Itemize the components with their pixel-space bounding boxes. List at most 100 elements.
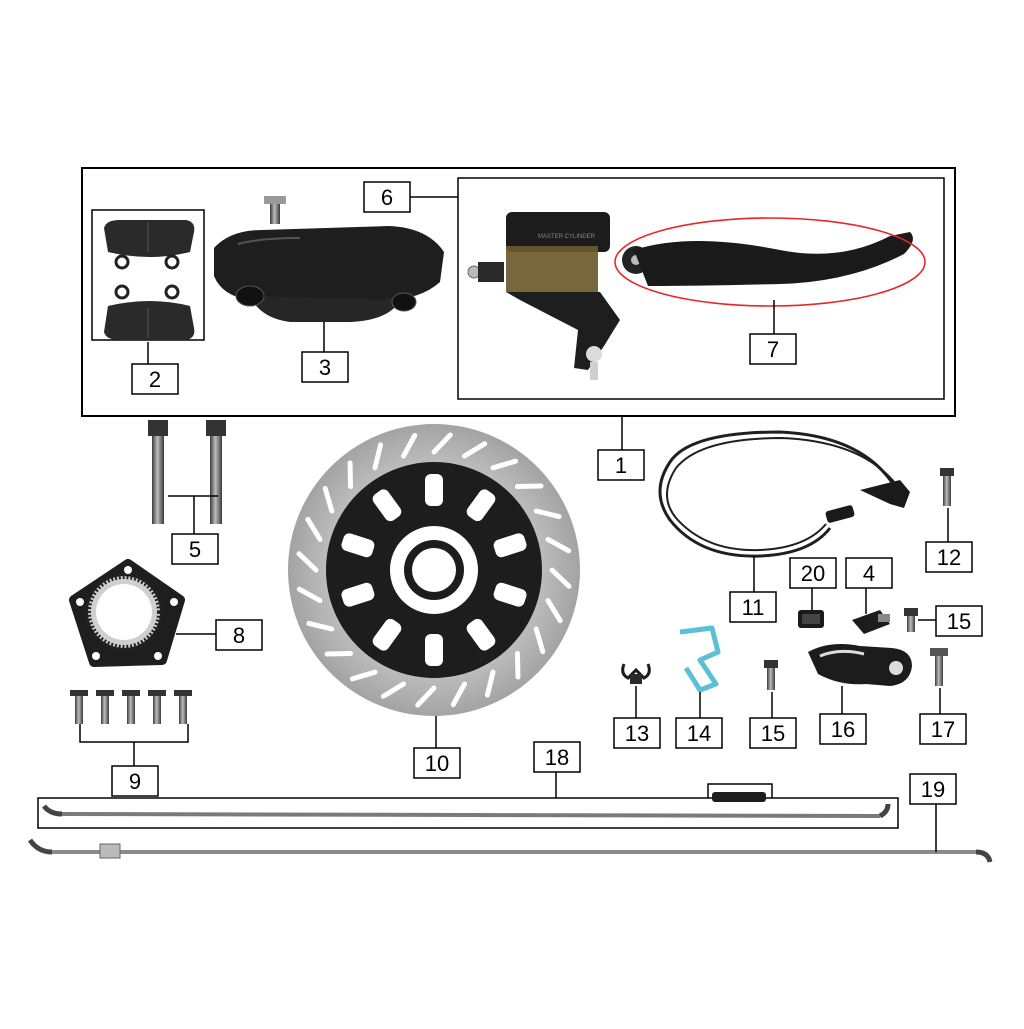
rotor-slot bbox=[514, 650, 521, 680]
callout-18: 18 bbox=[533, 741, 581, 773]
svg-text:7: 7 bbox=[767, 337, 779, 362]
caliper-bolts-icon bbox=[148, 420, 226, 524]
bolt-15-right-icon bbox=[904, 608, 918, 632]
callout-16: 16 bbox=[819, 713, 867, 745]
brake-line-18-icon bbox=[42, 792, 891, 819]
svg-text:16: 16 bbox=[831, 717, 855, 742]
svg-text:18: 18 bbox=[545, 745, 569, 770]
reservoir-label: MASTER CYLINDER bbox=[538, 234, 596, 240]
bolt-17-icon bbox=[930, 648, 948, 686]
callout-15-middle: 15 bbox=[749, 717, 797, 749]
abs-sensor-cable-icon bbox=[658, 430, 910, 558]
rotor-slot bbox=[484, 669, 496, 698]
master-cylinder-icon: MASTER CYLINDER bbox=[467, 212, 650, 380]
rotor-slot bbox=[533, 626, 546, 655]
brake-line-frame bbox=[37, 797, 899, 829]
svg-text:9: 9 bbox=[129, 769, 141, 794]
callout-17: 17 bbox=[919, 713, 967, 745]
lever-highlight-ellipse bbox=[614, 217, 926, 307]
rotor-slot bbox=[514, 483, 544, 490]
brake-pads-icon bbox=[104, 220, 195, 340]
callout-labels: 1 2 3 4 5 6 7 8 9 10 11 12 13 14 15 15 1… bbox=[111, 181, 983, 805]
rotor-window bbox=[372, 618, 402, 651]
master-cylinder-frame bbox=[457, 177, 945, 400]
spacer-20-icon bbox=[798, 610, 824, 628]
callout-12: 12 bbox=[925, 541, 973, 573]
svg-text:20: 20 bbox=[801, 561, 825, 586]
rotor-window bbox=[466, 489, 496, 522]
svg-text:14: 14 bbox=[687, 721, 711, 746]
rotor-slot bbox=[380, 681, 406, 699]
svg-text:11: 11 bbox=[742, 595, 765, 620]
rotor-window bbox=[425, 634, 443, 666]
rotor-slot bbox=[450, 681, 468, 708]
rotor-bolt-hole bbox=[451, 595, 462, 606]
svg-text:8: 8 bbox=[233, 623, 245, 648]
rotor-window bbox=[341, 582, 375, 607]
rotor-window bbox=[341, 533, 375, 558]
svg-text:5: 5 bbox=[189, 537, 201, 562]
rotor-slot bbox=[324, 650, 354, 657]
callout-5: 5 bbox=[171, 533, 219, 565]
svg-text:2: 2 bbox=[149, 367, 161, 392]
svg-text:6: 6 bbox=[381, 185, 393, 210]
assembly-frame-1 bbox=[81, 167, 956, 417]
callout-11: 11 bbox=[729, 591, 777, 623]
rotor-slot bbox=[415, 685, 437, 708]
rotor-slot bbox=[462, 441, 488, 459]
rotor-bolt-hole bbox=[392, 553, 403, 564]
brake-line-19-icon bbox=[27, 838, 993, 863]
disc-bolts-icon bbox=[70, 690, 192, 724]
bolt-12-icon bbox=[940, 468, 954, 506]
rotor-slot bbox=[296, 551, 319, 573]
rotor-slot bbox=[549, 567, 572, 589]
rotor-window bbox=[372, 489, 402, 522]
sensor-bracket-16-icon bbox=[808, 644, 912, 686]
callout-8: 8 bbox=[215, 619, 263, 651]
callout-7: 7 bbox=[749, 333, 797, 365]
leader-lines bbox=[79, 196, 949, 852]
rotor-slot bbox=[306, 620, 335, 632]
callout-20: 20 bbox=[789, 557, 837, 589]
rotor-slot bbox=[431, 432, 453, 455]
svg-text:15: 15 bbox=[761, 721, 785, 746]
clamp-4-icon bbox=[852, 610, 890, 634]
callout-6: 6 bbox=[363, 181, 411, 213]
rotor-slot bbox=[533, 508, 562, 520]
callout-4: 4 bbox=[845, 557, 893, 589]
svg-text:4: 4 bbox=[863, 561, 875, 586]
svg-text:13: 13 bbox=[625, 721, 649, 746]
rotor-slot bbox=[372, 442, 384, 471]
rotor-slot bbox=[347, 460, 354, 490]
svg-text:17: 17 bbox=[931, 717, 955, 742]
rotor-slot bbox=[296, 586, 323, 604]
svg-text:1: 1 bbox=[615, 453, 627, 478]
callout-14: 14 bbox=[675, 717, 723, 749]
wire-clip-14-icon bbox=[679, 625, 721, 693]
svg-text:15: 15 bbox=[947, 609, 971, 634]
rotor-slot bbox=[305, 516, 323, 542]
callout-9: 9 bbox=[111, 765, 159, 797]
callout-10: 10 bbox=[413, 747, 461, 779]
svg-text:3: 3 bbox=[319, 355, 331, 380]
svg-text:10: 10 bbox=[425, 751, 449, 776]
brake-caliper-icon bbox=[214, 196, 444, 322]
clip-13-icon bbox=[621, 663, 651, 684]
callout-3: 3 bbox=[301, 351, 349, 383]
svg-text:12: 12 bbox=[937, 545, 961, 570]
rotor-slot bbox=[545, 536, 572, 554]
callout-2: 2 bbox=[131, 363, 179, 395]
callout-1: 1 bbox=[597, 449, 645, 481]
rotor-window bbox=[493, 582, 527, 607]
rotor-slot bbox=[349, 669, 378, 682]
rotor-slot bbox=[400, 432, 418, 459]
abs-tone-ring-icon bbox=[69, 559, 185, 667]
rotor-window bbox=[425, 474, 443, 506]
rotor-window bbox=[466, 618, 496, 651]
bolt-15-middle-icon bbox=[764, 660, 778, 690]
brake-disc-icon bbox=[288, 424, 580, 716]
rotor-slot bbox=[490, 458, 519, 471]
callout-19: 19 bbox=[909, 773, 957, 805]
